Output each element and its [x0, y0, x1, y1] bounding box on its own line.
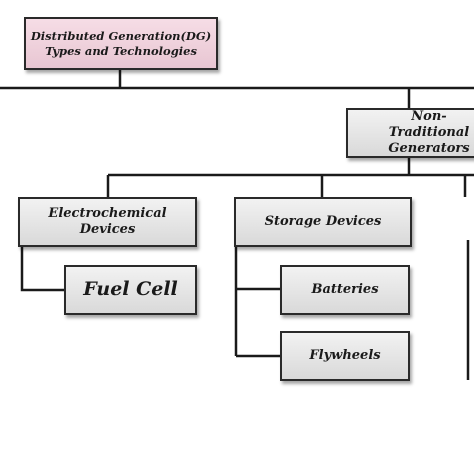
flywheels-node: Flywheels	[280, 331, 410, 381]
connector-electrochemical-to-fuel-cell	[20, 247, 64, 292]
non-traditional-node-label: Non-Traditional Generators	[388, 108, 470, 157]
electrochemical-node-label: Electrochemical Devices	[48, 205, 167, 237]
fuel-cell-node-label: Fuel Cell	[83, 278, 178, 301]
batteries-node: Batteries	[280, 265, 410, 315]
storage-devices-node-label: Storage Devices	[264, 213, 382, 229]
flywheels-node-label: Flywheels	[309, 347, 381, 363]
root-node-label: Distributed Generation(DG) Types and Tec…	[30, 29, 212, 58]
fuel-cell-node: Fuel Cell	[64, 265, 197, 315]
batteries-node-label: Batteries	[311, 281, 379, 297]
non-traditional-node: Non-Traditional Generators	[346, 108, 474, 158]
storage-devices-node: Storage Devices	[234, 197, 412, 247]
root-node: Distributed Generation(DG) Types and Tec…	[24, 17, 218, 70]
electrochemical-node: Electrochemical Devices	[18, 197, 197, 247]
